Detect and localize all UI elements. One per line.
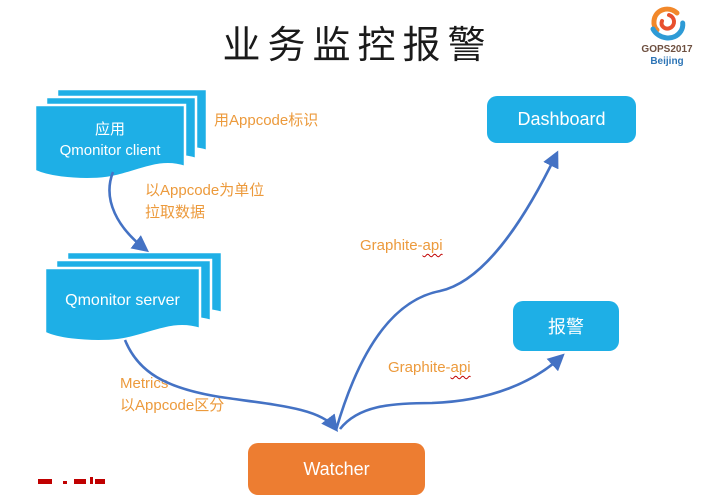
server-stack-shape	[45, 250, 224, 343]
client-stack-line2: Qmonitor client	[59, 142, 161, 159]
dashboard-node: Dashboard	[487, 96, 636, 143]
clipped-red-text-fragment	[38, 477, 105, 484]
gops-logo: GOPS2017 Beijing	[628, 4, 706, 68]
logo-text-line1: GOPS2017	[641, 44, 693, 55]
server-stack-label: Qmonitor server	[45, 290, 200, 311]
client-stack-label: 应用 Qmonitor client	[35, 119, 185, 161]
annotation-appcode-tag: 用Appcode标识	[214, 112, 319, 129]
slide: { "title": "业务监控报警", "logo": { "line1": …	[35, 4, 706, 495]
watcher-label: Watcher	[303, 458, 370, 479]
dashboard-label: Dashboard	[517, 109, 606, 129]
logo-text-line2: Beijing	[650, 56, 684, 67]
annotation-pull-by-appcode: 以Appcode为单位 拉取数据	[145, 180, 264, 224]
annotation-pull-line1: 以Appcode为单位	[145, 182, 265, 199]
page-title: 业务监控报警	[222, 23, 493, 67]
client-stack-shape	[35, 87, 209, 181]
swirl-logo-icon	[650, 6, 686, 41]
client-stack-line1: 应用	[94, 121, 125, 138]
annotation-pull-line2: 拉取数据	[145, 204, 206, 221]
server-stack-text: Qmonitor server	[65, 292, 180, 309]
